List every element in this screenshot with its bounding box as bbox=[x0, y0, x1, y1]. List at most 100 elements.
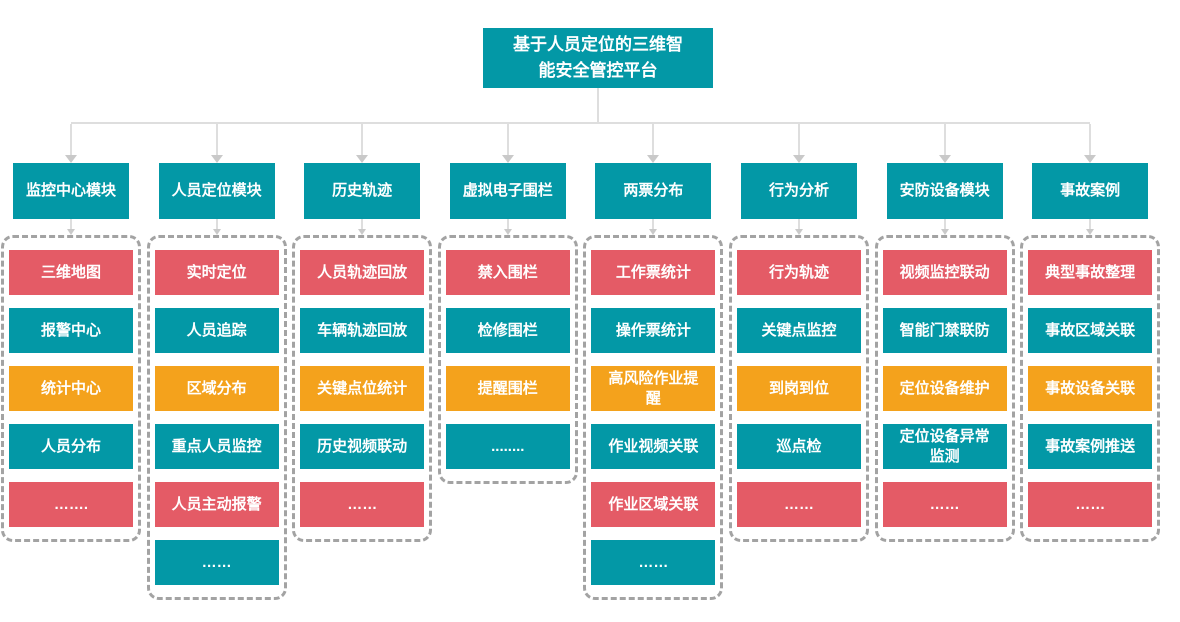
header-group-connector-line bbox=[215, 219, 218, 229]
module-column: 人员定位模块实时定位人员追踪区域分布重点人员监控人员主动报警 …… bbox=[146, 124, 287, 600]
module-column: 监控中心模块三维地图报警中心统计中心人员分布 ……. bbox=[1, 124, 141, 542]
feature-item: 典型事故整理 bbox=[1028, 250, 1153, 295]
feature-item: 检修围栏 bbox=[445, 308, 570, 353]
feature-item: 统计中心 bbox=[9, 366, 133, 411]
header-group-connector-line bbox=[798, 219, 800, 229]
feature-item: 事故区域关联 bbox=[1028, 308, 1153, 353]
header-group-connector-line bbox=[943, 219, 946, 229]
feature-item: 报警中心 bbox=[9, 308, 133, 353]
root-node: 基于人员定位的三维智能安全管控平台 bbox=[483, 28, 713, 88]
column-connector-line bbox=[652, 124, 655, 155]
arrow-down-icon bbox=[67, 229, 75, 235]
arrow-down-icon bbox=[210, 155, 223, 163]
feature-item: 操作票统计 bbox=[591, 308, 716, 353]
feature-item: 行为轨迹 bbox=[737, 250, 861, 295]
feature-item: 重点人员监控 bbox=[154, 424, 279, 469]
arrow-down-icon bbox=[65, 155, 77, 163]
feature-item: 区域分布 bbox=[154, 366, 279, 411]
module-header: 虚拟电子围栏 bbox=[449, 163, 566, 219]
header-group-connector-line bbox=[70, 219, 72, 229]
feature-group: 禁入围栏检修围栏提醒围栏........ bbox=[437, 235, 578, 484]
feature-group: 视频监控联动智能门禁联防定位设备维护定位设备异常监测 …… bbox=[874, 235, 1015, 542]
feature-item: 作业视频关联 bbox=[591, 424, 716, 469]
arrow-down-icon bbox=[649, 229, 658, 235]
feature-item: …… bbox=[737, 482, 861, 527]
module-header: 历史轨迹 bbox=[304, 163, 421, 219]
feature-item: 车辆轨迹回放 bbox=[300, 308, 425, 353]
arrow-down-icon bbox=[356, 155, 369, 163]
module-column: 事故案例典型事故整理事故区域关联事故设备关联事故案例推送 …… bbox=[1020, 124, 1161, 542]
feature-item: 到岗到位 bbox=[737, 366, 861, 411]
feature-item: 定位设备维护 bbox=[882, 366, 1007, 411]
module-column: 两票分布工作票统计操作票统计高风险作业提醒作业视频关联作业区域关联 …… bbox=[583, 124, 724, 600]
feature-item: 禁入围栏 bbox=[445, 250, 570, 295]
column-connector-line bbox=[361, 124, 364, 155]
feature-item: …… bbox=[591, 540, 716, 585]
feature-item: 历史视频联动 bbox=[300, 424, 425, 469]
feature-item: …… bbox=[154, 540, 279, 585]
column-connector-line bbox=[798, 124, 800, 155]
feature-item: 关键点监控 bbox=[737, 308, 861, 353]
feature-item: 巡点检 bbox=[737, 424, 861, 469]
feature-item: ........ bbox=[445, 424, 570, 469]
column-connector-line bbox=[506, 124, 509, 155]
feature-group: 三维地图报警中心统计中心人员分布 ……. bbox=[1, 235, 141, 542]
module-header: 监控中心模块 bbox=[13, 163, 129, 219]
feature-item: 作业区域关联 bbox=[591, 482, 716, 527]
feature-item: …… bbox=[882, 482, 1007, 527]
feature-item: 人员追踪 bbox=[154, 308, 279, 353]
arrow-down-icon bbox=[940, 229, 949, 235]
header-group-connector-line bbox=[652, 219, 655, 229]
module-column: 虚拟电子围栏禁入围栏检修围栏提醒围栏........ bbox=[437, 124, 578, 484]
module-header: 两票分布 bbox=[595, 163, 712, 219]
module-header: 行为分析 bbox=[741, 163, 857, 219]
header-group-connector-line bbox=[506, 219, 509, 229]
feature-group: 典型事故整理事故区域关联事故设备关联事故案例推送 …… bbox=[1020, 235, 1161, 542]
arrow-down-icon bbox=[503, 229, 512, 235]
feature-group: 工作票统计操作票统计高风险作业提醒作业视频关联作业区域关联 …… bbox=[583, 235, 724, 600]
module-header: 人员定位模块 bbox=[158, 163, 275, 219]
feature-item: 人员轨迹回放 bbox=[300, 250, 425, 295]
feature-item: 人员主动报警 bbox=[154, 482, 279, 527]
module-column: 行为分析行为轨迹关键点监控到岗到位巡点检 …… bbox=[729, 124, 869, 542]
arrow-down-icon bbox=[647, 155, 660, 163]
feature-item: 事故案例推送 bbox=[1028, 424, 1153, 469]
feature-item: ……. bbox=[9, 482, 133, 527]
feature-item: 工作票统计 bbox=[591, 250, 716, 295]
feature-item: 关键点位统计 bbox=[300, 366, 425, 411]
feature-item: 智能门禁联防 bbox=[882, 308, 1007, 353]
feature-item: 三维地图 bbox=[9, 250, 133, 295]
arrow-down-icon bbox=[938, 155, 951, 163]
module-header: 安防设备模块 bbox=[886, 163, 1003, 219]
header-group-connector-line bbox=[1089, 219, 1092, 229]
column-connector-line bbox=[943, 124, 946, 155]
arrow-down-icon bbox=[501, 155, 514, 163]
arrow-down-icon bbox=[795, 229, 803, 235]
column-connector-line bbox=[70, 124, 72, 155]
arrow-down-icon bbox=[212, 229, 221, 235]
module-column: 安防设备模块视频监控联动智能门禁联防定位设备维护定位设备异常监测 …… bbox=[874, 124, 1015, 542]
feature-item: …… bbox=[1028, 482, 1153, 527]
module-header: 事故案例 bbox=[1032, 163, 1149, 219]
feature-item: 实时定位 bbox=[154, 250, 279, 295]
root-connector-line bbox=[597, 88, 599, 122]
feature-item: 人员分布 bbox=[9, 424, 133, 469]
feature-group: 实时定位人员追踪区域分布重点人员监控人员主动报警 …… bbox=[146, 235, 287, 600]
feature-item: 事故设备关联 bbox=[1028, 366, 1153, 411]
feature-group: 人员轨迹回放车辆轨迹回放关键点位统计历史视频联动 …… bbox=[292, 235, 433, 542]
feature-item: 定位设备异常监测 bbox=[882, 424, 1007, 469]
column-connector-line bbox=[1089, 124, 1092, 155]
feature-item: …… bbox=[300, 482, 425, 527]
feature-item: 提醒围栏 bbox=[445, 366, 570, 411]
arrow-down-icon bbox=[358, 229, 367, 235]
feature-item: 高风险作业提醒 bbox=[591, 366, 716, 411]
arrow-down-icon bbox=[793, 155, 805, 163]
column-connector-line bbox=[215, 124, 218, 155]
header-group-connector-line bbox=[361, 219, 364, 229]
module-column: 历史轨迹人员轨迹回放车辆轨迹回放关键点位统计历史视频联动 …… bbox=[292, 124, 433, 542]
arrow-down-icon bbox=[1086, 229, 1095, 235]
feature-item: 视频监控联动 bbox=[882, 250, 1007, 295]
arrow-down-icon bbox=[1084, 155, 1097, 163]
feature-group: 行为轨迹关键点监控到岗到位巡点检 …… bbox=[729, 235, 869, 542]
